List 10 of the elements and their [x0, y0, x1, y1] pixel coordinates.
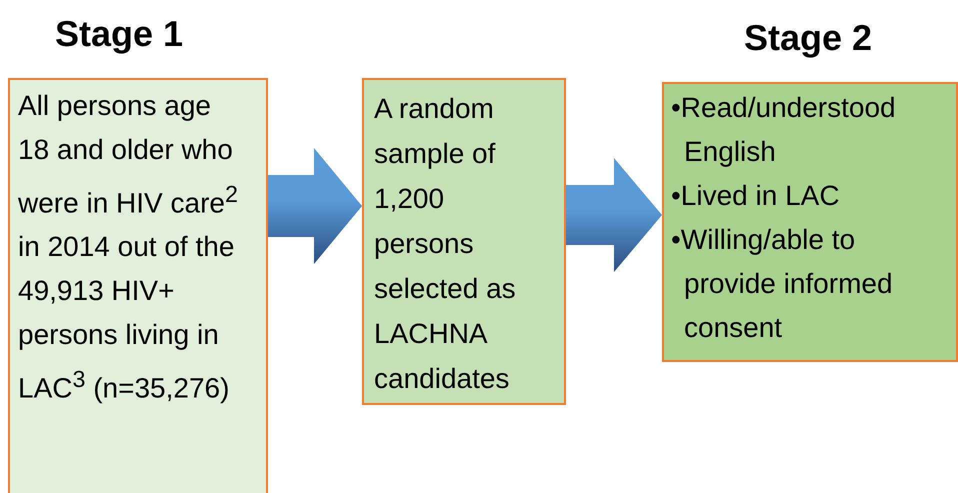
box-text: All persons age 18 and older who were in HIV care$^{2}$ in 2014 out of the 49,913 HIV+ persons living in LAC$^{3}$ (n=35,276) — [18, 89, 239, 406]
stage-heading: Stage 1 — [55, 12, 184, 56]
block-arrow — [566, 158, 662, 272]
block-arrow — [268, 148, 362, 264]
bullet-item: •Willing/able to provide informed consent — [670, 223, 894, 345]
bullet-item: •Read/understood English — [670, 91, 897, 169]
bullet-item: •Lived in LAC — [670, 179, 841, 213]
box-text: A random sample of 1,200 persons selected as LACHNA candidates — [374, 92, 517, 396]
stage-heading: Stage 2 — [744, 16, 872, 60]
process-box — [362, 78, 566, 405]
